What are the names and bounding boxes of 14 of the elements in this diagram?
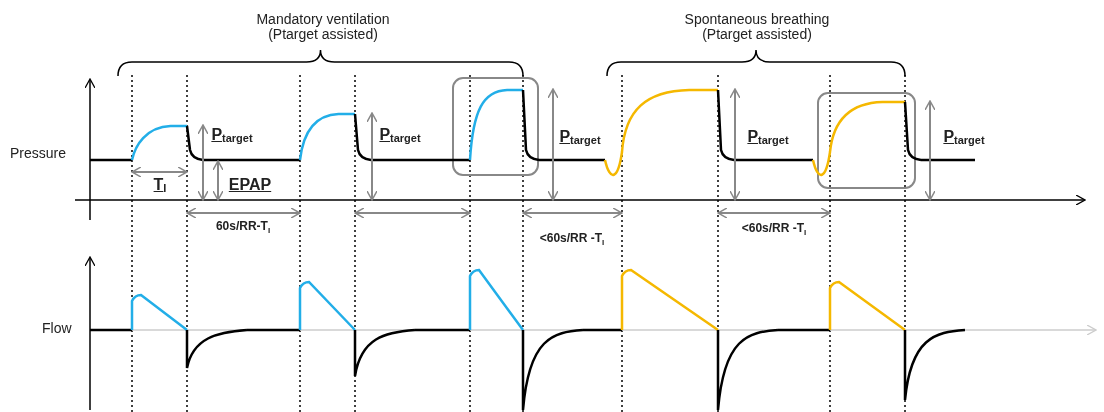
axis-label: Flow <box>42 321 72 337</box>
pressure-label: EPAP <box>228 176 272 194</box>
interval-label: <60s/RR -T$_{I}$ <box>741 222 807 239</box>
time-label: T$_{I}$ <box>153 176 167 195</box>
section-heading: Mandatory ventilation (Ptarget assisted) <box>255 12 391 43</box>
axis-label: Pressure <box>10 146 67 162</box>
pressure-label: P$_{target}$ <box>747 128 789 147</box>
interval-label: <60s/RR -T$_{I}$ <box>539 232 605 249</box>
pressure-label: P$_{target}$ <box>379 126 421 145</box>
pressure-label: P$_{target}$ <box>943 128 985 147</box>
interval-label: 60s/RR-T$_{I}$ <box>215 220 271 237</box>
section-heading: Spontaneous breathing (Ptarget assisted) <box>683 12 831 43</box>
pressure-label: P$_{target}$ <box>559 128 601 147</box>
pressure-label: P$_{target}$ <box>211 126 253 145</box>
